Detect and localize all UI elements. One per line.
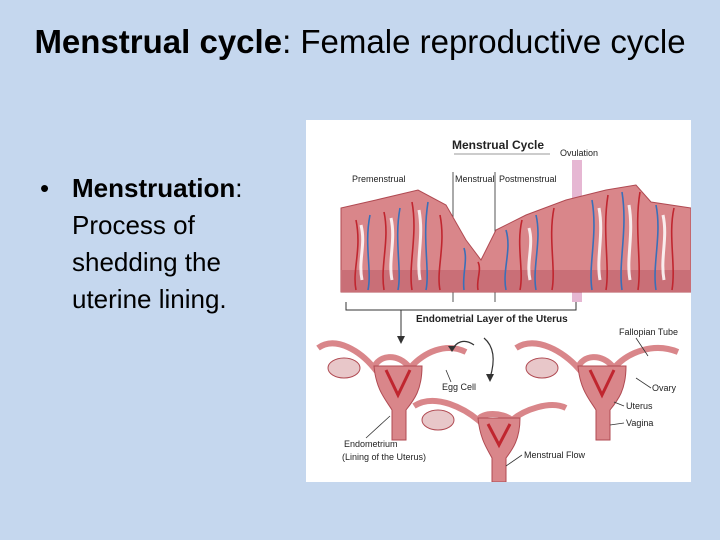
uterus-center (412, 397, 568, 482)
endometrium-pointer (365, 415, 391, 439)
phase-label-premenstrual: Premenstrual (352, 174, 406, 184)
diagram-svg: Menstrual Cycle Ovulation Premenstrual M… (316, 138, 691, 482)
phase-label-postmenstrual: Postmenstrual (499, 174, 557, 184)
endometrial-layer-label: Endometrial Layer of the Uterus (416, 314, 568, 325)
title-colon: : (282, 23, 292, 60)
fallopian-tube-label: Fallopian Tube (619, 327, 678, 337)
menstrual-cycle-diagram: Menstrual Cycle Ovulation Premenstrual M… (306, 120, 691, 482)
cycle-arrow-right (483, 337, 494, 379)
endometrium-tissue (340, 184, 691, 293)
slide-title: Menstrual cycle: Female reproductive cyc… (20, 22, 700, 62)
menstrual-flow-label: Menstrual Flow (524, 450, 586, 460)
menstrual-flow-pointer (505, 454, 523, 467)
cycle-arrow-right-head (486, 374, 494, 382)
vagina-label: Vagina (626, 418, 653, 428)
blood-vessels (354, 191, 675, 291)
ovary-label: Ovary (652, 383, 677, 393)
vagina-pointer (609, 422, 625, 426)
bracket-arrow-head (397, 336, 405, 344)
endometrium-sub-label: (Lining of the Uterus) (342, 452, 426, 462)
uterine-glands (359, 204, 667, 281)
diagram-heading: Menstrual Cycle (452, 138, 544, 152)
layer-bracket (345, 302, 577, 311)
uterus-left (316, 340, 468, 441)
uterus-label: Uterus (626, 401, 653, 411)
bullet-definition: Process of shedding the uterine lining. (72, 210, 227, 314)
phase-label-menstrual: Menstrual (455, 174, 495, 184)
tissue-base (341, 270, 691, 292)
egg-cell-pointer (445, 369, 452, 383)
bullet-term: Menstruation (72, 173, 236, 203)
ovary-pointer (635, 377, 652, 389)
endometrium-label: Endometrium (344, 439, 398, 449)
cycle-arrow-left-head (448, 346, 456, 352)
title-rest: Female reproductive cycle (291, 23, 686, 60)
egg-cell-label: Egg Cell (442, 382, 476, 392)
bullet-item: • Menstruation: Process of shedding the … (40, 170, 280, 318)
bullet-text: Menstruation: Process of shedding the ut… (72, 170, 280, 318)
bullet-dot: • (40, 173, 50, 203)
ovulation-label: Ovulation (560, 148, 598, 158)
title-term: Menstrual cycle (34, 23, 283, 60)
bullet-colon: : (235, 173, 243, 203)
uterus-pointer (613, 401, 625, 407)
fallopian-tube-pointer (635, 337, 649, 357)
